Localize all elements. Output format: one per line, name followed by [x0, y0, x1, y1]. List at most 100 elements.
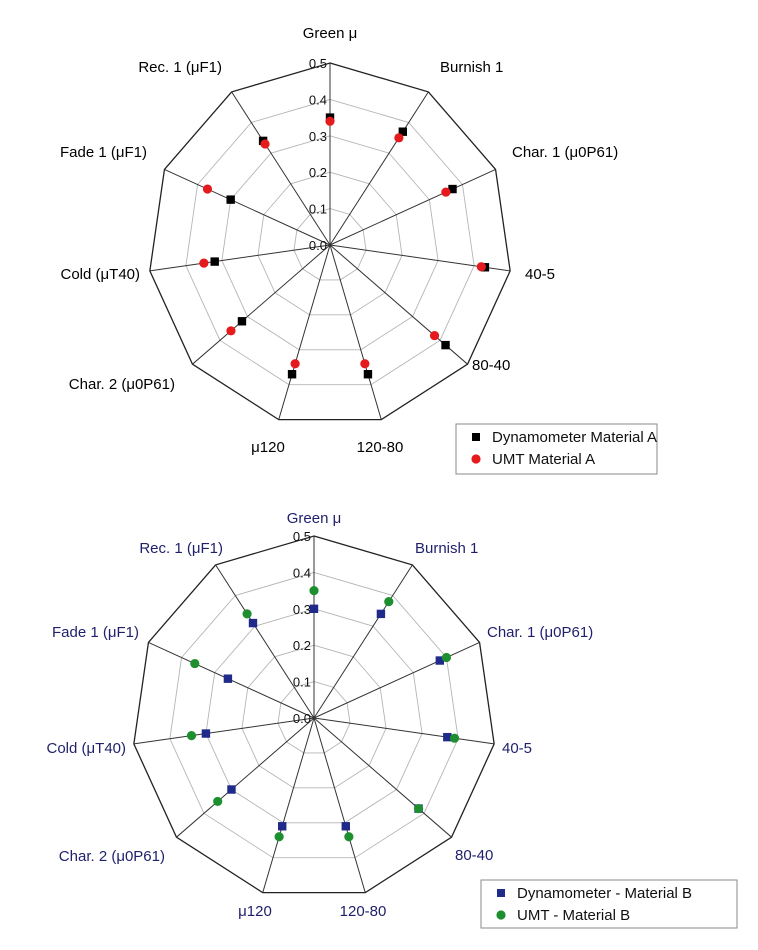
data-point-umt-material-a: [325, 116, 335, 126]
legend-label-umt-material-a: UMT Material A: [492, 451, 595, 468]
data-point-umt-material-a: [290, 359, 300, 369]
data-point-umt-material-b: [449, 733, 460, 743]
data-point-dynamometer-material-b: [309, 604, 319, 613]
data-point-dynamometer-material-b: [443, 732, 452, 742]
category-label-cold-t40: Cold (μT40): [61, 266, 141, 283]
data-point-umt-material-a: [360, 359, 370, 369]
category-label-80-40: 80-40: [472, 357, 510, 374]
axis-spoke: [278, 244, 331, 420]
axis-spoke: [313, 717, 366, 893]
tick-label: 0.2: [309, 165, 327, 180]
data-point-dynamometer-material-b: [278, 822, 287, 831]
legend-box: [455, 423, 658, 475]
data-point-dynamometer-material-a: [398, 127, 408, 136]
tick-label: 0.2: [293, 638, 311, 653]
category-label-char-2-0p61: Char. 2 (μ0P61): [69, 376, 175, 393]
grid-ring: [185, 98, 475, 386]
category-label-char-2-0p61: Char. 2 (μ0P61): [59, 848, 165, 865]
data-point-umt-material-a: [199, 258, 209, 268]
category-label-burnish-1: Burnish 1: [440, 59, 503, 76]
data-point-dynamometer-material-a: [210, 257, 219, 266]
tick-label: 0.3: [309, 129, 327, 144]
category-label-rec-1-f1: Rec. 1 (μF1): [139, 540, 223, 557]
grid-ring: [257, 171, 403, 316]
legend-marker-square: [497, 889, 505, 897]
axis-spoke: [215, 564, 315, 719]
category-label-char-1-0p61: Char. 1 (μ0P61): [487, 624, 593, 641]
data-point-umt-material-a: [476, 262, 486, 272]
data-point-umt-material-b: [242, 609, 252, 619]
tick-label: 0.4: [309, 92, 327, 107]
data-point-umt-material-b: [441, 652, 452, 663]
data-point-umt-material-b: [190, 658, 200, 669]
tick-label: 0.5: [293, 529, 311, 544]
grid-ring: [149, 62, 511, 421]
axis-spoke: [231, 91, 331, 246]
data-point-dynamometer-material-b: [248, 618, 258, 628]
data-point-dynamometer-material-b: [341, 822, 350, 831]
data-point-umt-material-b: [274, 832, 284, 842]
data-point-dynamometer-material-b: [223, 674, 233, 683]
data-point-dynamometer-material-a: [226, 195, 235, 204]
legend-marker-square: [472, 433, 480, 441]
legend: Dynamometer Material A UMT Material A: [455, 423, 658, 475]
data-point-dynamometer-material-a: [287, 370, 297, 379]
data-point-dynamometer-material-b: [376, 609, 386, 619]
grid-ring: [169, 571, 459, 859]
axis-spoke: [313, 641, 480, 719]
data-point-dynamometer-material-b: [227, 785, 236, 794]
axis-spoke: [313, 717, 495, 745]
grid-ring: [133, 535, 495, 894]
category-label-fade-1-f1: Fade 1 (μF1): [52, 624, 139, 641]
grid-ring: [241, 644, 387, 789]
axis-spoke: [329, 91, 429, 246]
axis-spoke: [329, 168, 496, 246]
category-label-120-80: 120-80: [340, 903, 387, 920]
data-point-dynamometer-material-b: [201, 729, 211, 738]
tick-label: 0.1: [293, 675, 311, 690]
category-label-120: μ120: [238, 903, 272, 920]
data-point-umt-material-b: [186, 731, 197, 741]
data-point-dynamometer-material-a: [363, 370, 373, 379]
axis-spoke: [313, 564, 413, 719]
tick-label: 0.3: [293, 602, 311, 617]
data-point-umt-material-a: [260, 139, 270, 149]
data-point-umt-material-b: [213, 796, 223, 807]
data-point-umt-material-b: [344, 832, 354, 842]
tick-label: 0.1: [309, 202, 327, 217]
legend-label-dynamometer-material-a: Dynamometer Material A: [492, 429, 657, 446]
data-point-umt-material-a: [202, 184, 213, 194]
grid-ring: [221, 135, 439, 351]
grid-ring: [277, 681, 351, 754]
axis-spoke: [133, 717, 315, 745]
category-label-char-1-0p61: Char. 1 (μ0P61): [512, 144, 618, 161]
grid-ring: [205, 608, 423, 824]
category-label-40-5: 40-5: [502, 740, 532, 757]
axis-spoke: [192, 244, 331, 365]
axis-spoke: [313, 717, 452, 838]
axis-spoke: [329, 244, 382, 420]
axis-spoke: [262, 717, 315, 893]
data-point-umt-material-a: [441, 187, 451, 197]
category-label-cold-t40: Cold (μT40): [47, 740, 127, 757]
data-point-dynamometer-material-a: [237, 317, 247, 326]
data-point-umt-material-b: [384, 597, 394, 607]
axis-spoke: [176, 717, 315, 838]
legend-label-umt-material-b: UMT - Material B: [517, 907, 630, 924]
data-point-dynamometer-material-b: [435, 656, 445, 665]
category-label-green: Green μ: [287, 510, 342, 527]
grid-ring: [293, 208, 367, 281]
axis-spoke: [149, 244, 331, 272]
category-label-fade-1-f1: Fade 1 (μF1): [60, 144, 147, 161]
tick-label: 0.5: [309, 56, 327, 71]
category-label-120: μ120: [251, 439, 285, 456]
legend-marker-circle: [496, 910, 506, 920]
legend-box: [480, 879, 738, 929]
data-point-umt-material-a: [394, 133, 404, 143]
category-label-40-5: 40-5: [525, 266, 555, 283]
axis-spoke: [164, 168, 331, 246]
